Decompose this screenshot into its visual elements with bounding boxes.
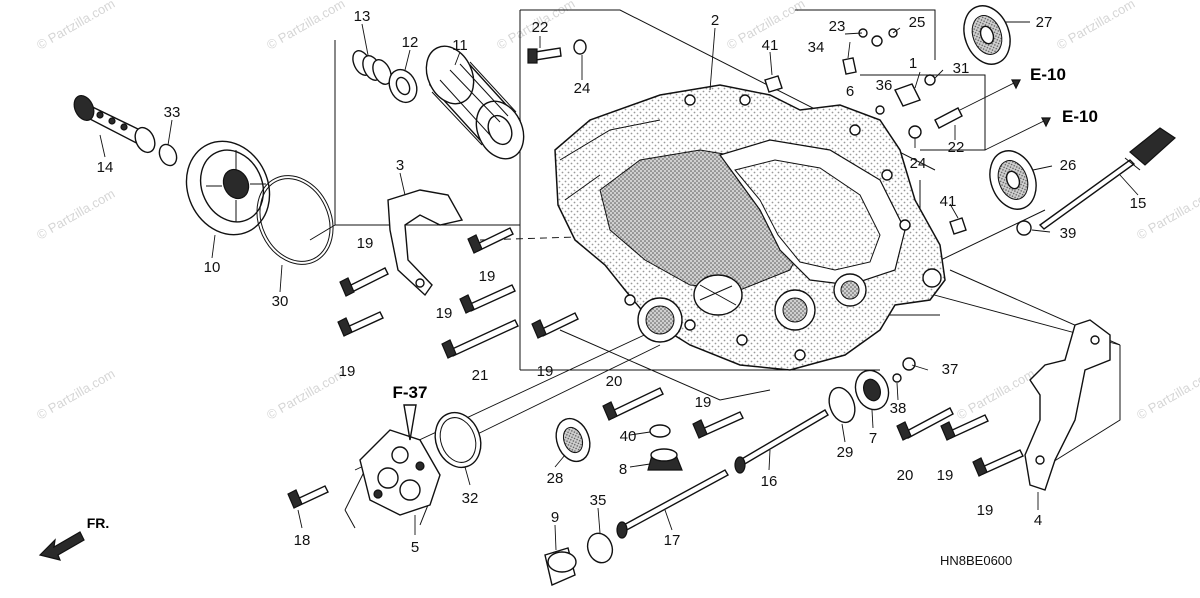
callout-32: 32 [462,490,479,507]
part-10-filter-cover [185,140,271,236]
callout-24: 24 [910,155,927,172]
direction-label: FR. [87,515,110,531]
watermark-text: © Partzilla.com [1054,0,1137,53]
callout-5: 5 [411,539,419,556]
diagram-code: HN8BE0600 [940,553,1012,568]
callout-11: 11 [452,37,468,54]
callout-13: 13 [354,8,371,25]
callout-14: 14 [97,159,114,176]
callout-41: 41 [762,37,779,54]
part-12-washer [388,68,418,104]
watermark-text: © Partzilla.com [34,366,117,423]
callout-27: 27 [1036,14,1053,31]
callout-36: 36 [876,77,893,94]
callout-37: 37 [942,361,959,378]
callout-19: 19 [977,502,994,519]
lower-parts [434,357,916,586]
callout-21: 21 [472,367,489,384]
part-5-oil-pump [359,429,441,516]
e10-label-top: E-10 [1030,65,1066,84]
leader-lines [99,21,1139,551]
callout-3: 3 [396,157,404,174]
callout-8: 8 [619,461,627,478]
callout-28: 28 [547,470,564,487]
bolt-group [287,227,1024,509]
callout-17: 17 [664,532,681,549]
callout-19: 19 [537,363,554,380]
part-30-o-ring [256,175,334,265]
part-32-o-ring [434,411,482,469]
callout-34: 34 [808,39,825,56]
callout-16: 16 [761,473,778,490]
top-small-parts [527,5,1037,236]
callout-26: 26 [1060,157,1077,174]
callout-19: 19 [339,363,356,380]
callout-15: 15 [1130,195,1147,212]
e10-label-mid: E-10 [1062,107,1098,126]
callout-19: 19 [479,268,496,285]
f37-reference: F-37 [393,383,428,441]
callout-33: 33 [164,104,181,121]
callout-9: 9 [551,509,559,526]
callout-19: 19 [436,305,453,322]
callout-22: 22 [948,139,965,156]
callout-12: 12 [402,34,419,51]
callout-24: 24 [574,80,591,97]
callout-40: 40 [620,428,637,445]
callout-10: 10 [204,259,221,276]
callout-41: 41 [940,193,957,210]
callout-labels: 13 12 11 33 14 10 30 3 19 19 19 19 21 19… [97,8,1147,556]
f37-label: F-37 [393,383,428,402]
crankcase-cover [554,84,946,371]
callout-35: 35 [590,492,607,509]
watermark-text: © Partzilla.com [264,366,347,423]
callout-20: 20 [897,467,914,484]
callout-7: 7 [869,430,877,447]
watermark-text: © Partzilla.com [954,366,1037,423]
part-15-dipstick [1038,127,1176,230]
callout-19: 19 [695,394,712,411]
part-13-o-rings [352,50,392,85]
callout-29: 29 [837,444,854,461]
callout-1: 1 [909,55,917,72]
front-direction-arrow: FR. [38,515,110,561]
watermark-text: © Partzilla.com [34,186,117,243]
callout-22: 22 [532,19,549,36]
e10-reference-mid: E-10 [984,107,1098,151]
callout-31: 31 [953,60,970,77]
callout-2: 2 [711,12,719,29]
part-11-oil-filter [425,45,525,160]
callout-25: 25 [909,14,926,31]
e10-reference-top: E-10 [959,65,1066,111]
callout-39: 39 [1060,225,1077,242]
callout-19: 19 [937,467,954,484]
watermark-text: © Partzilla.com [34,0,117,53]
part-14-oil-strainer [73,95,156,154]
callout-20: 20 [606,373,623,390]
callout-23: 23 [829,18,846,35]
watermark-text: © Partzilla.com [1134,366,1200,423]
callout-6: 6 [846,83,854,100]
part-33-o-ring [158,143,178,167]
part-3-bracket [387,189,464,297]
callout-38: 38 [890,400,907,417]
callout-19: 19 [357,235,374,252]
callout-30: 30 [272,293,289,310]
part-4-bracket [1024,319,1111,491]
callout-18: 18 [294,532,311,549]
callout-4: 4 [1034,512,1042,529]
part-30-o-ring-inner [259,178,331,262]
